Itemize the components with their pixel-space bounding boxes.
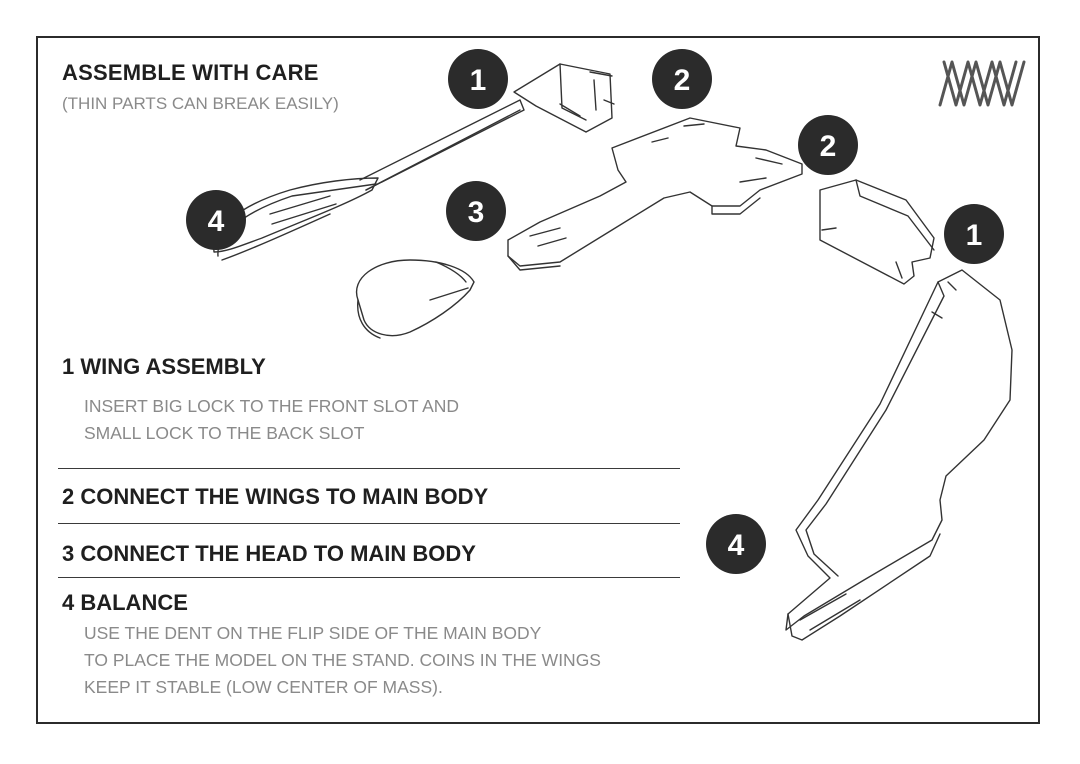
svg-text:2: 2 <box>820 130 837 163</box>
head-part <box>355 259 475 339</box>
geometric-brand-logo-icon <box>938 60 1026 107</box>
wing-lock-part <box>819 179 935 285</box>
instruction-card: ASSEMBLE WITH CARE (THIN PARTS CAN BREAK… <box>36 36 1040 724</box>
step-1-line-2: SMALL LOCK TO THE BACK SLOT <box>84 423 365 443</box>
divider <box>58 577 680 578</box>
badge-1-right: 1 <box>944 204 1004 264</box>
badge-4-left: 4 <box>186 190 246 250</box>
badge-3: 3 <box>446 181 506 241</box>
step-4-line-3: KEEP IT STABLE (LOW CENTER OF MASS). <box>84 677 443 697</box>
step-4-body: USE THE DENT ON THE FLIP SIDE OF THE MAI… <box>84 620 601 701</box>
badge-1-top: 1 <box>448 49 508 109</box>
step-4-line-2: TO PLACE THE MODEL ON THE STAND. COINS I… <box>84 650 601 670</box>
step-3-title: 3 CONNECT THE HEAD TO MAIN BODY <box>62 541 476 566</box>
svg-text:4: 4 <box>208 205 225 238</box>
step-2-title: 2 CONNECT THE WINGS TO MAIN BODY <box>62 484 489 509</box>
svg-text:2: 2 <box>674 64 691 97</box>
step-4-title: 4 BALANCE <box>62 590 188 615</box>
step-1-line-1: INSERT BIG LOCK TO THE FRONT SLOT AND <box>84 396 460 416</box>
svg-text:1: 1 <box>966 219 983 252</box>
badge-2-right: 2 <box>798 115 858 175</box>
wing-rod-part <box>213 63 615 261</box>
page-subtitle: (THIN PARTS CAN BREAK EASILY) <box>62 94 339 113</box>
divider <box>58 468 680 469</box>
badge-2-top: 2 <box>652 49 712 109</box>
divider <box>58 523 680 524</box>
step-1-body: INSERT BIG LOCK TO THE FRONT SLOT AND SM… <box>84 393 459 447</box>
main-body-part <box>507 117 803 271</box>
svg-text:1: 1 <box>470 64 487 97</box>
svg-text:4: 4 <box>728 529 745 562</box>
svg-text:3: 3 <box>468 196 485 229</box>
page-title: ASSEMBLE WITH CARE <box>62 60 319 85</box>
step-1-title: 1 WING ASSEMBLY <box>62 354 266 379</box>
badge-4-bottom: 4 <box>706 514 766 574</box>
step-4-line-1: USE THE DENT ON THE FLIP SIDE OF THE MAI… <box>84 623 542 643</box>
stand-part <box>785 269 1013 641</box>
